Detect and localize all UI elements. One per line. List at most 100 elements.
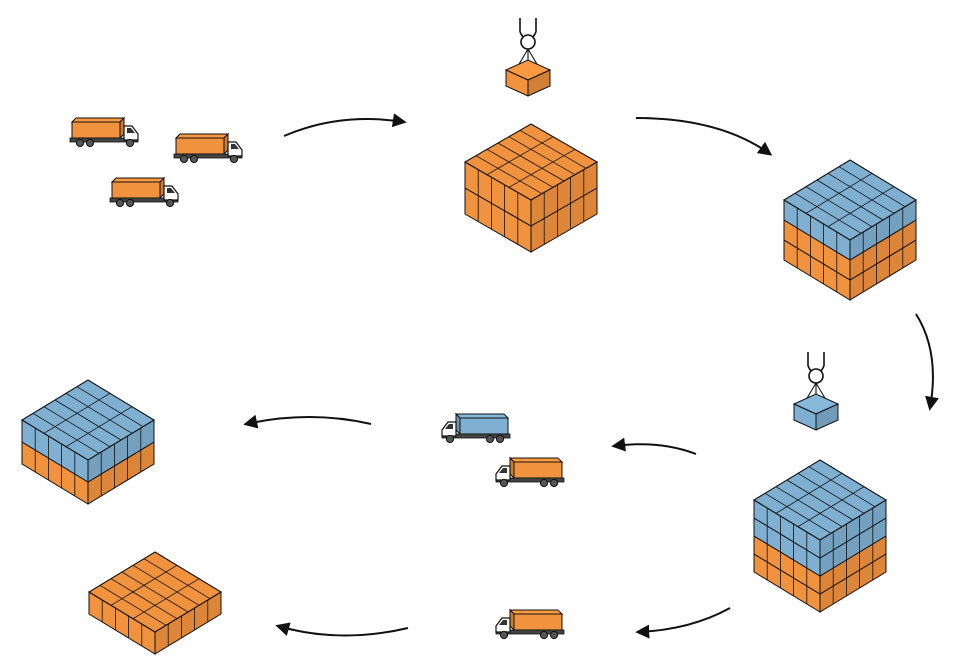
container-seam	[43, 406, 111, 448]
container-seam	[43, 392, 111, 434]
truck-wheel	[549, 630, 559, 640]
truck-wheel	[75, 138, 85, 148]
truck-container	[111, 181, 161, 199]
container-seam	[99, 584, 167, 626]
truck-wheel	[539, 478, 549, 488]
container-seam	[475, 155, 543, 195]
truck-container	[175, 137, 225, 155]
truck-wheel	[495, 434, 505, 444]
truck-5	[495, 456, 565, 488]
truck-wheel	[165, 198, 175, 208]
arrow-3	[915, 313, 939, 411]
container-seam	[794, 192, 862, 234]
truck-container	[513, 461, 563, 479]
container-stack-remaining	[20, 379, 156, 505]
container-seam	[805, 186, 873, 228]
truck-wheel	[485, 434, 495, 444]
container-stack-orange	[463, 123, 599, 253]
truck-wheel	[179, 154, 189, 164]
crane-hook-icon	[520, 34, 536, 50]
container-seam	[827, 172, 895, 214]
container-seam	[121, 571, 189, 613]
truck-container-top	[454, 413, 510, 419]
truck-container	[459, 417, 509, 435]
diagram-scene	[20, 18, 918, 655]
truck-wheel	[549, 478, 559, 488]
truck-3	[109, 176, 179, 208]
truck-wheel	[499, 630, 509, 640]
truck-container-top	[70, 117, 126, 123]
truck-container	[71, 121, 121, 139]
truck-container-end	[509, 456, 515, 480]
container-seam	[76, 386, 144, 428]
crane-cable	[807, 352, 825, 366]
truck-wheel	[189, 154, 199, 164]
container-seam	[816, 179, 884, 221]
truck-wheel	[539, 630, 549, 640]
container-seam	[508, 148, 576, 188]
truck-wheel	[499, 478, 509, 488]
container-seam	[110, 564, 178, 606]
flow-arrows	[243, 113, 939, 639]
container-stack-mixed	[782, 159, 918, 301]
hanging-container-right	[815, 403, 839, 431]
truck-window	[499, 468, 507, 473]
arrow-7	[275, 622, 409, 637]
truck-window	[167, 188, 175, 193]
arrow-2	[635, 117, 773, 156]
container-seam	[519, 129, 587, 169]
container-seam	[508, 136, 576, 176]
arrow-1	[283, 113, 407, 137]
hanging-container-right	[527, 69, 551, 97]
container-seam	[110, 578, 178, 620]
container-seam	[786, 479, 854, 521]
container-seam	[486, 148, 554, 188]
arrow-6	[635, 607, 731, 639]
truck-2	[173, 132, 243, 164]
crane-hook-icon	[808, 368, 824, 384]
container-seam	[65, 392, 133, 434]
truck-wheel	[229, 154, 239, 164]
arrow-4	[611, 437, 697, 455]
container-seam	[497, 142, 565, 182]
truck-window	[231, 144, 239, 149]
truck-container-top	[508, 609, 564, 615]
crane-2	[792, 352, 840, 431]
truck-container	[513, 613, 563, 631]
container-seam	[132, 564, 200, 606]
container-seam	[797, 472, 865, 514]
container-seam	[805, 172, 873, 214]
truck-container-top	[174, 133, 230, 139]
container-seam	[827, 186, 895, 228]
crane-cable	[519, 18, 537, 32]
truck-wheel	[115, 198, 125, 208]
truck-container-end	[509, 608, 515, 632]
truck-window	[127, 128, 135, 133]
truck-wheel	[445, 434, 455, 444]
truck-container-top	[110, 177, 166, 183]
container-seam	[132, 578, 200, 620]
truck-window	[499, 620, 507, 625]
container-stack-final	[87, 551, 223, 655]
truck-container-end	[223, 132, 229, 156]
container-seam	[775, 472, 843, 514]
truck-container-end	[455, 412, 461, 436]
truck-wheel	[125, 138, 135, 148]
container-seam	[764, 492, 832, 534]
truck-wheel	[85, 138, 95, 148]
container-seam	[54, 399, 122, 441]
container-seam	[838, 166, 906, 208]
container-seam	[797, 486, 865, 528]
truck-wheel	[125, 198, 135, 208]
truck-1	[69, 116, 139, 148]
truck-window	[445, 424, 453, 429]
container-seam	[32, 412, 100, 454]
container-seam	[65, 406, 133, 448]
truck-container-end	[159, 176, 165, 200]
truck-4	[441, 412, 511, 444]
arrow-5	[243, 414, 372, 429]
container-seam	[486, 136, 554, 176]
truck-6	[495, 608, 565, 640]
container-stack-tall	[752, 459, 888, 613]
